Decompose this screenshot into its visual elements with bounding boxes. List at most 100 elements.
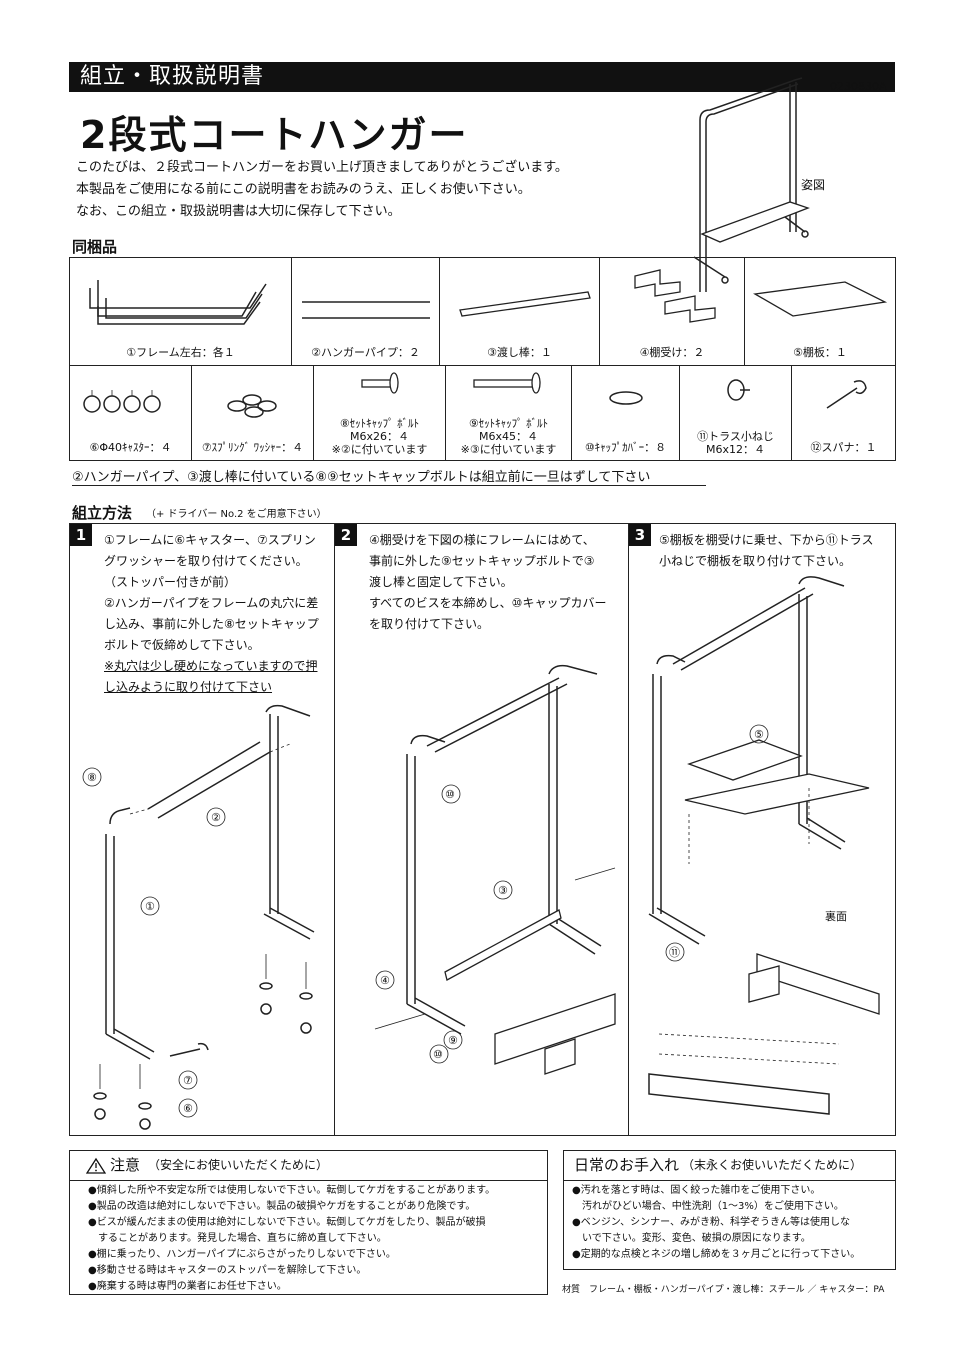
part-cap-cover: ⑩ｷｬｯﾌﾟｶﾊﾞｰ：８ — [572, 366, 680, 460]
part-label: ⑫スパナ：１ — [810, 441, 877, 454]
callout-5: ⑤ — [754, 728, 764, 741]
caution-item: ●製品の改造は絶対にしないで下さい。製品の破損やケガをすることがあり危険です。 — [88, 1201, 476, 1212]
step-line: を取り付けて下さい。 — [369, 617, 490, 631]
step-2: 2 ④棚受けを下図の様にフレームにはめて、 事前に外した⑨セットキャップボルトで… — [335, 524, 629, 1135]
care-title: 日常のお手入れ — [574, 1156, 680, 1174]
intro-line: このたびは、２段式コートハンガーをお買い上げ頂きましてありがとうございます。 — [76, 160, 568, 175]
care-list: ●汚れを落とす時は、固く絞った雑巾をご使用下さい。 汚れがひどい場合、中性洗剤（… — [572, 1183, 860, 1263]
parts-row-divider — [70, 365, 895, 366]
overview-label: 姿図 — [801, 178, 826, 192]
step-number: 1 — [70, 524, 92, 546]
care-subtitle: （末永くお使いいただくために） — [682, 1158, 863, 1172]
product-overview-illustration — [693, 77, 810, 292]
part-label-group: ⑨ｾｯﾄｷｬｯﾌﾟ ﾎﾞﾙﾄ M6x45：４ ※③に付いています — [446, 417, 571, 456]
care-item: いで下さい。変形、変色、破損の原因になります。 — [572, 1233, 811, 1244]
step-1: 1 ①フレームに⑥キャスター、⑦スプリン グワッシャーを取り付けてください。 （… — [70, 524, 335, 1135]
caution-item: ●廃棄する時は専門の業者にお任せ下さい。 — [88, 1281, 287, 1292]
note-underline — [72, 485, 706, 486]
callout-1: ① — [145, 900, 155, 913]
step-line: ※丸穴は少し硬めになっていますので押 — [104, 659, 318, 673]
part-cross-bar: ③渡し棒：１ — [440, 258, 600, 365]
parts-removal-note: ②ハンガーパイプ、③渡し棒に付いている⑧⑨セットキャップボルトは組立前に一旦はず… — [72, 470, 651, 485]
part-note: ※②に付いています — [331, 443, 428, 456]
part-casters: ⑥Φ40ｷｬｽﾀｰ：４ — [70, 366, 192, 460]
caution-list: ●傾斜した所や不安定な所では使用しないで下さい。転倒してケガをすることがあります… — [88, 1183, 495, 1295]
intro-line: 本製品をご使用になる前にこの説明書をお読みのうえ、正しくお使い下さい。 — [76, 182, 531, 197]
part-label: ⑨ｾｯﾄｷｬｯﾌﾟ ﾎﾞﾙﾄ — [468, 417, 549, 430]
back-side-label: 裏面 — [825, 909, 847, 923]
caution-header: 注意 （安全にお使いいただくために） — [70, 1151, 547, 1181]
intro-text: このたびは、２段式コートハンガーをお買い上げ頂きましてありがとうございます。 本… — [76, 157, 568, 223]
part-label: ⑪トラス小ねじ — [697, 430, 774, 443]
caster-icon — [83, 390, 161, 413]
part-label-group: ⑪トラス小ねじ M6x12：４ — [680, 430, 791, 456]
step-instructions: ①フレームに⑥キャスター、⑦スプリン グワッシャーを取り付けてください。 （スト… — [104, 530, 319, 698]
care-header: 日常のお手入れ （末永くお使いいただくために） — [564, 1151, 895, 1181]
callout-11: ⑪ — [669, 946, 680, 959]
warning-triangle-icon — [85, 1151, 107, 1190]
step-line: ②ハンガーパイプをフレームの丸穴に差 — [104, 596, 319, 610]
step-line: 渡し棒と固定して下さい。 — [369, 575, 513, 589]
spanner-icon — [826, 380, 867, 409]
frame-icon — [89, 280, 267, 325]
screw-icon — [727, 379, 750, 401]
step-line: グワッシャーを取り付けてください。 — [104, 554, 308, 568]
parts-heading: 同梱品 — [72, 238, 118, 256]
cap-cover-icon — [609, 391, 643, 405]
step-3: 3 ⑤棚板を棚受けに乗せ、下から⑪トラス 小ねじで棚板を取り付けて下さい。 ⑤ … — [629, 524, 895, 1135]
assembly-tool-note: （+ ドライバー No.2 をご用意下さい） — [146, 509, 327, 520]
step-line: すべてのビスを本締めし、⑩キャップカバー — [369, 596, 607, 610]
callout-4: ④ — [380, 974, 390, 987]
assembly-heading: 組立方法 — [72, 504, 133, 522]
callout-7: ⑦ — [183, 1074, 193, 1087]
caution-item: ●傾斜した所や不安定な所では使用しないで下さい。転倒してケガをすることがあります… — [88, 1185, 496, 1196]
part-label: ⑧ｾｯﾄｷｬｯﾌﾟ ﾎﾞﾙﾄ — [339, 417, 420, 430]
callout-9: ⑨ — [448, 1034, 458, 1047]
part-hanger-pipe: ②ハンガーパイプ：２ — [292, 258, 440, 365]
intro-line: なお、この組立・取扱説明書は大切に保存して下さい。 — [76, 204, 401, 219]
part-label-group: ⑧ｾｯﾄｷｬｯﾌﾟ ﾎﾞﾙﾄ M6x26：４ ※②に付いています — [314, 417, 445, 456]
assembly-steps: 1 ①フレームに⑥キャスター、⑦スプリン グワッシャーを取り付けてください。 （… — [69, 523, 896, 1136]
product-title: 2段式コートハンガー — [80, 113, 469, 157]
step-line: 小ねじで棚板を取り付けて下さい。 — [659, 554, 852, 568]
step-line: し込み、事前に外した⑧セットキャップ — [104, 617, 319, 631]
cross-bar-icon — [459, 291, 591, 317]
step-1-diagram: ⑧ ② ① ⑦ ⑥ — [82, 704, 315, 1130]
step-instructions: ④棚受けを下図の様にフレームにはめて、 事前に外した⑨セットキャップボルトで③ … — [369, 530, 606, 635]
part-bolt-m6x45: ⑨ｾｯﾄｷｬｯﾌﾟ ﾎﾞﾙﾄ M6x45：４ ※③に付いています — [446, 366, 572, 460]
step-line: （ストッパー付きが前） — [104, 575, 237, 589]
part-shelf-bracket: ④棚受け：２ — [600, 258, 745, 365]
care-item: ●定期的な点検とネジの増し締めを３ヶ月ごとに行って下さい。 — [572, 1249, 861, 1260]
callout-6: ⑥ — [183, 1102, 193, 1115]
callout-10b: ⑩ — [433, 1048, 443, 1061]
step-number: 2 — [335, 524, 357, 546]
part-label: ④棚受け：２ — [639, 346, 705, 359]
part-shelf-board: ⑤棚板：１ — [745, 258, 895, 365]
step-line: ⑤棚板を棚受けに乗せ、下から⑪トラス — [659, 533, 874, 547]
caution-item: ●ビスが緩んだままの使用は絶対にしないで下さい。転倒してケガをしたり、製品が破損 — [88, 1217, 486, 1228]
part-label: ⑦ｽﾌﾟﾘﾝｸﾞ ﾜｯｼｬｰ：４ — [201, 441, 304, 454]
pipe-icon — [302, 301, 430, 319]
part-spec: M6x45：４ — [479, 430, 538, 443]
washer-icon — [227, 394, 277, 418]
callout-8: ⑧ — [87, 771, 97, 784]
care-item: ●ベンジン、シンナー、みがき粉、科学ぞうきん等は使用しな — [572, 1217, 851, 1228]
parts-table: ①フレーム左右：各１ ②ハンガーパイプ：２ ③渡し棒：１ ④棚受け：２ ⑤棚板：… — [69, 257, 896, 461]
part-label: ⑩ｷｬｯﾌﾟｶﾊﾞｰ：８ — [584, 441, 667, 454]
callout-2: ② — [211, 811, 221, 824]
callout-10: ⑩ — [445, 788, 455, 801]
document-type-title: 組立・取扱説明書 — [80, 64, 265, 89]
part-spanner: ⑫スパナ：１ — [792, 366, 895, 460]
caution-item: することがあります。発見した場合、直ちに締め直して下さい。 — [88, 1233, 387, 1244]
caution-item: ●棚に乗ったり、ハンガーパイプにぶらさがったりしないで下さい。 — [88, 1249, 396, 1260]
step-line: ④棚受けを下図の様にフレームにはめて、 — [369, 533, 595, 547]
material-note: 材質 フレーム・棚板・ハンガーパイプ・渡し棒：スチール ／ キャスター：PA — [562, 1285, 885, 1295]
care-item: ●汚れを落とす時は、固く絞った雑巾をご使用下さい。 — [572, 1185, 821, 1196]
part-note: ※③に付いています — [460, 443, 557, 456]
part-bolt-m6x26: ⑧ｾｯﾄｷｬｯﾌﾟ ﾎﾞﾙﾄ M6x26：４ ※②に付いています — [314, 366, 446, 460]
part-spring-washers: ⑦ｽﾌﾟﾘﾝｸﾞ ﾜｯｼｬｰ：４ — [192, 366, 314, 460]
care-item: 汚れがひどい場合、中性洗剤（1～3%）をご使用下さい。 — [572, 1201, 844, 1212]
part-label: ②ハンガーパイプ：２ — [311, 346, 420, 359]
part-spec: M6x12：４ — [706, 443, 765, 456]
caution-subtitle: （安全にお使いいただくために） — [148, 1158, 329, 1172]
